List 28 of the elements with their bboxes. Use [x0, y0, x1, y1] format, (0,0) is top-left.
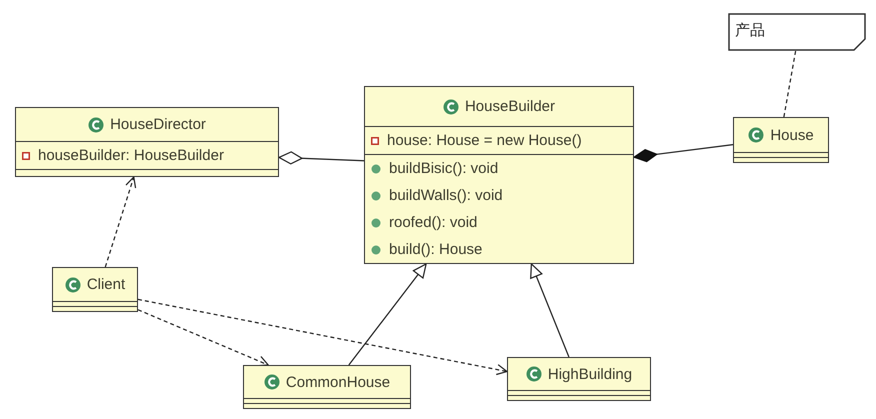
class-name: HouseDirector: [110, 116, 206, 133]
class-box: [15, 107, 279, 177]
class-box: [507, 357, 651, 401]
inheritance-arrow: [530, 263, 570, 358]
class-name: HighBuilding: [548, 366, 632, 382]
class-box: [243, 365, 411, 409]
attribute-text: house: House = new House(): [387, 132, 582, 149]
class-name: CommonHouse: [286, 374, 390, 390]
class-name: HouseBuilder: [464, 98, 556, 115]
aggregation-line: [278, 151, 364, 164]
class-box: [733, 117, 829, 163]
class-box: [52, 267, 138, 312]
note-connector: [783, 50, 796, 118]
dependency-arrow: [104, 176, 136, 268]
inheritance-arrow: [348, 263, 427, 366]
note-text: 产品: [735, 21, 765, 40]
class-name: Client: [86, 276, 126, 293]
method-text: buildWalls(): void: [389, 187, 503, 204]
dependency-arrow: [138, 309, 269, 366]
attribute-text: houseBuilder: HouseBuilder: [38, 147, 224, 164]
method-text: build(): House: [389, 241, 482, 258]
class-name: House: [770, 126, 814, 144]
class-box: [364, 86, 634, 264]
method-text: buildBisic(): void: [389, 160, 498, 177]
aggregation-line: [633, 144, 734, 162]
dependency-arrow: [138, 298, 508, 376]
note-box: [728, 13, 866, 51]
method-text: roofed(): void: [389, 214, 478, 231]
